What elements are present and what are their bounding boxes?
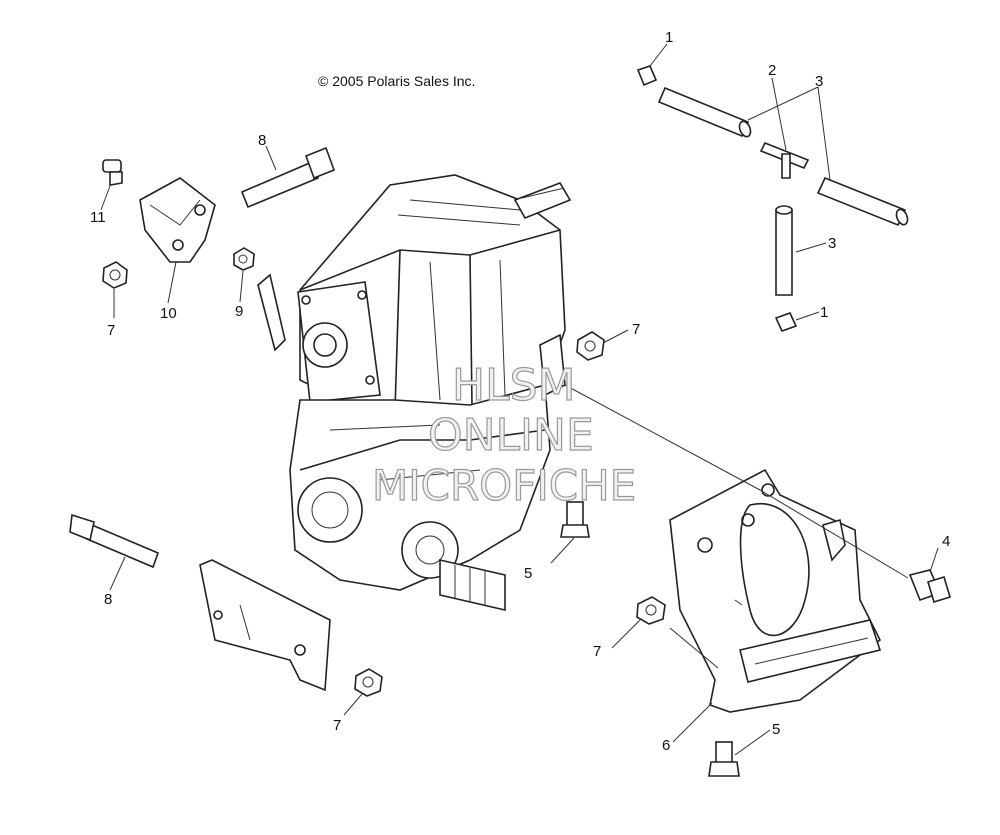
callout-2: 2 xyxy=(768,62,776,79)
bolt-11 xyxy=(102,159,123,186)
transmission-assembly xyxy=(257,174,572,612)
watermark-line1: HLSM xyxy=(452,360,576,411)
hose-3-c xyxy=(775,205,793,296)
nut-7-lower-right xyxy=(636,596,666,625)
bracket-lower-left xyxy=(199,559,331,692)
watermark-line3: MICROFICHE xyxy=(372,461,636,510)
nut-7-left xyxy=(102,261,128,289)
callout-3: 3 xyxy=(815,73,823,90)
nut-7-center xyxy=(576,331,605,361)
leader-lines xyxy=(100,43,939,756)
nut-9 xyxy=(233,247,255,271)
callout-7: 7 xyxy=(333,717,341,734)
copyright-text: © 2005 Polaris Sales Inc. xyxy=(318,73,475,89)
callout-7: 7 xyxy=(107,322,115,339)
callout-labels: 1 2 3 3 1 4 5 5 6 7 7 7 7 8 8 9 10 11 xyxy=(90,29,950,754)
callout-4: 4 xyxy=(942,533,950,550)
callout-11: 11 xyxy=(90,209,106,226)
bracket-10 xyxy=(139,177,216,263)
callout-3: 3 xyxy=(828,235,836,252)
callout-8: 8 xyxy=(104,591,112,608)
watermark-line2: ONLINE xyxy=(428,410,594,461)
callout-9: 9 xyxy=(235,303,243,320)
bolt-5-upper xyxy=(560,501,590,538)
callout-1: 1 xyxy=(665,29,673,46)
callout-7: 7 xyxy=(593,643,601,660)
callout-8: 8 xyxy=(258,132,266,149)
clamp-1-upper xyxy=(636,65,658,87)
callout-5: 5 xyxy=(772,721,780,738)
callout-5: 5 xyxy=(524,565,532,582)
mount-plate-6 xyxy=(669,468,882,713)
hose-3-a xyxy=(657,86,752,138)
bolt-8-upper xyxy=(240,146,336,209)
callout-1: 1 xyxy=(820,304,828,321)
callout-6: 6 xyxy=(662,737,670,754)
bolt-4 xyxy=(908,569,951,604)
watermark: HLSM ONLINE MICROFICHE xyxy=(371,359,636,510)
hose-3-b xyxy=(816,176,909,227)
bolt-8-lower xyxy=(69,513,160,569)
clamp-1-lower xyxy=(774,312,798,332)
tee-fitting-2 xyxy=(759,141,810,179)
callout-7: 7 xyxy=(632,321,640,338)
bolt-5-lower xyxy=(708,741,740,777)
nut-7-bottom xyxy=(354,668,383,697)
callout-10: 10 xyxy=(160,305,177,322)
